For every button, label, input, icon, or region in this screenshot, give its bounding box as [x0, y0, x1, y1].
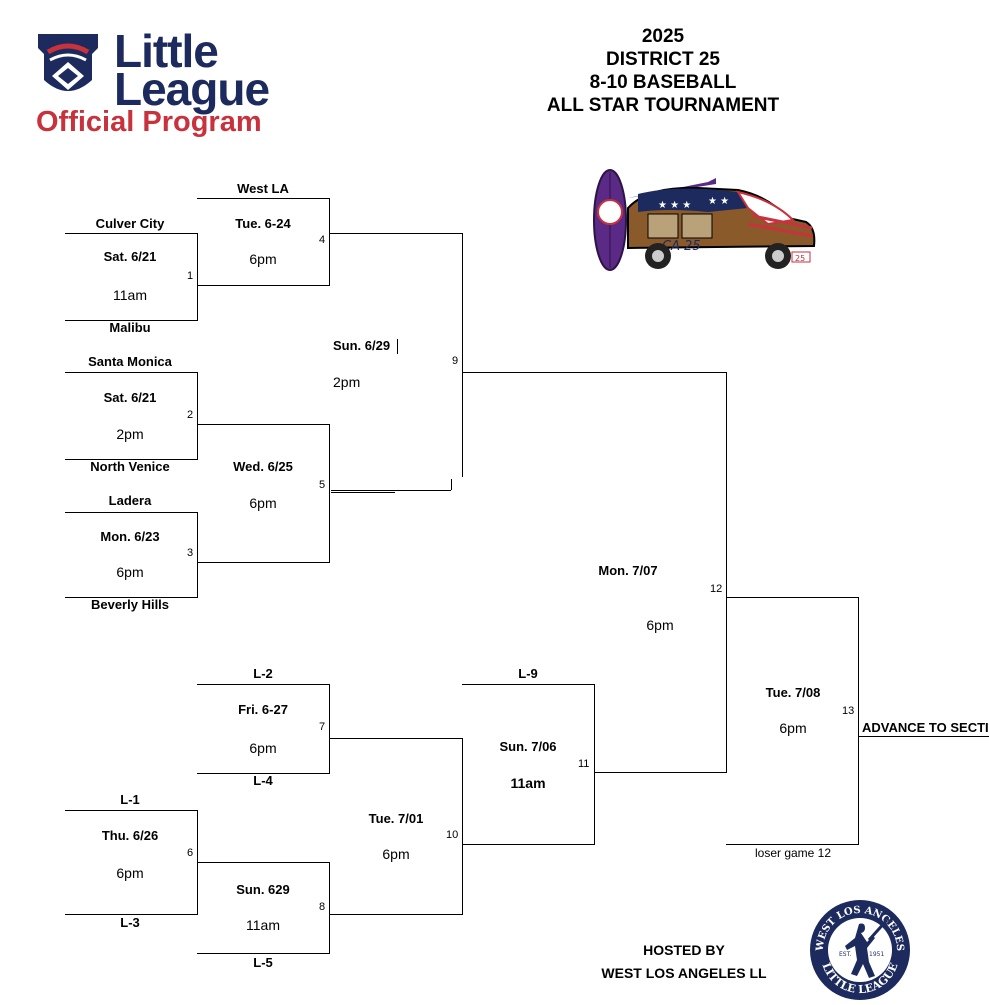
game-13-number: 13 — [842, 705, 855, 717]
team-malibu: Malibu — [109, 320, 151, 335]
game-5-date: Wed. 6/25 — [233, 459, 293, 474]
logo-word-league: League — [114, 63, 270, 115]
game-11-number: 11 — [578, 758, 590, 770]
batter-silhouette-icon — [845, 923, 875, 978]
game-7-time: 6pm — [249, 740, 277, 756]
advance-to-sectionals: ADVANCE TO SECTIONALS — [862, 720, 989, 735]
game-9-number: 9 — [452, 355, 459, 367]
team-l2: L-2 — [253, 666, 273, 681]
team-ladera: Ladera — [108, 493, 152, 508]
game-1-time: 11am — [113, 287, 147, 303]
game-8-date: Sun. 629 — [236, 882, 290, 897]
hosted-by-line1: HOSTED BY — [643, 942, 725, 958]
game-8-number: 8 — [319, 901, 326, 913]
team-l9: L-9 — [518, 666, 538, 681]
game-6-date: Thu. 6/26 — [101, 828, 159, 843]
hosted-by-line2: WEST LOS ANGELES LL — [601, 965, 767, 981]
title-district: DISTRICT 25 — [605, 49, 721, 70]
hosted-by: HOSTED BY WEST LOS ANGELES LL — [601, 939, 766, 985]
title-event: ALL STAR TOURNAMENT — [546, 95, 780, 116]
game-2-date: Sat. 6/21 — [103, 390, 157, 405]
team-l3: L-3 — [120, 915, 140, 930]
team-north-venice: North Venice — [90, 459, 170, 474]
game-3-number: 3 — [187, 547, 194, 559]
game-12-number: 12 — [710, 583, 723, 595]
game-10-time: 6pm — [382, 846, 410, 862]
loser-game-12: loser game 12 — [754, 846, 832, 860]
game-4-number: 4 — [319, 234, 326, 246]
game-10-number: 10 — [446, 829, 459, 841]
team-culver-city: Culver City — [95, 216, 165, 231]
team-l5: L-5 — [253, 955, 273, 970]
team-l1: L-1 — [120, 792, 140, 807]
west-la-little-league-seal: WEST LOS ANGELES LITTLE LEAGUE EST. 1951 — [810, 900, 910, 1000]
game-6-time: 6pm — [116, 865, 144, 881]
team-l4: L-4 — [253, 773, 273, 788]
svg-text:★ ★: ★ ★ — [708, 196, 729, 207]
game-7-date: Fri. 6-27 — [238, 702, 288, 717]
title-year: 2025 — [641, 26, 685, 47]
title-division: 8-10 BASEBALL — [589, 72, 737, 93]
svg-text:EST.: EST. — [839, 951, 852, 958]
game-8-time: 11am — [246, 917, 280, 933]
game-10-date: Tue. 7/01 — [368, 811, 424, 826]
game-3-date: Mon. 6/23 — [100, 529, 160, 544]
game-2-time: 2pm — [116, 426, 144, 442]
game-4-time: 6pm — [249, 251, 277, 267]
game-12-date: Mon. 7/07 — [598, 563, 658, 578]
team-santa-monica: Santa Monica — [88, 354, 172, 369]
game-9-date: Sun. 6/29 — [333, 338, 391, 353]
keystone-logo-icon — [38, 34, 98, 91]
game-4-date: Tue. 6-24 — [235, 216, 291, 231]
svg-text:★ ★ ★: ★ ★ ★ — [658, 200, 691, 211]
game-13-date: Tue. 7/08 — [765, 685, 821, 700]
game-2-number: 2 — [187, 409, 194, 421]
game-1-date: Sat. 6/21 — [103, 249, 157, 264]
little-league-logo: Little League Official Program — [34, 28, 279, 143]
logo-official-program: Official Program — [36, 106, 262, 138]
game-7-number: 7 — [319, 721, 326, 733]
car-badge-text: CA 25 — [662, 239, 701, 254]
game-6-number: 6 — [187, 847, 194, 859]
game-12-time: 6pm — [646, 617, 674, 633]
game-3-time: 6pm — [116, 564, 144, 580]
game-11-time: 11am — [510, 775, 546, 791]
game-13-time: 6pm — [779, 720, 807, 736]
game-5-number: 5 — [319, 479, 326, 491]
logo-word-little: Little — [114, 25, 219, 77]
woody-car-surfboard-illustration: ★ ★ ★ ★ ★ CA 25 25 — [593, 169, 816, 271]
tournament-title: 2025 DISTRICT 25 8-10 BASEBALL ALL STAR … — [513, 25, 813, 117]
team-west-la: West LA — [237, 181, 289, 196]
game-9-time: 2pm — [333, 374, 361, 390]
game-1-number: 1 — [187, 270, 194, 282]
car-plate-text: 25 — [795, 254, 805, 263]
team-beverly-hills: Beverly Hills — [90, 597, 170, 612]
game-5-time: 6pm — [249, 495, 277, 511]
game-11-date: Sun. 7/06 — [499, 739, 557, 754]
svg-text:1951: 1951 — [869, 951, 884, 958]
